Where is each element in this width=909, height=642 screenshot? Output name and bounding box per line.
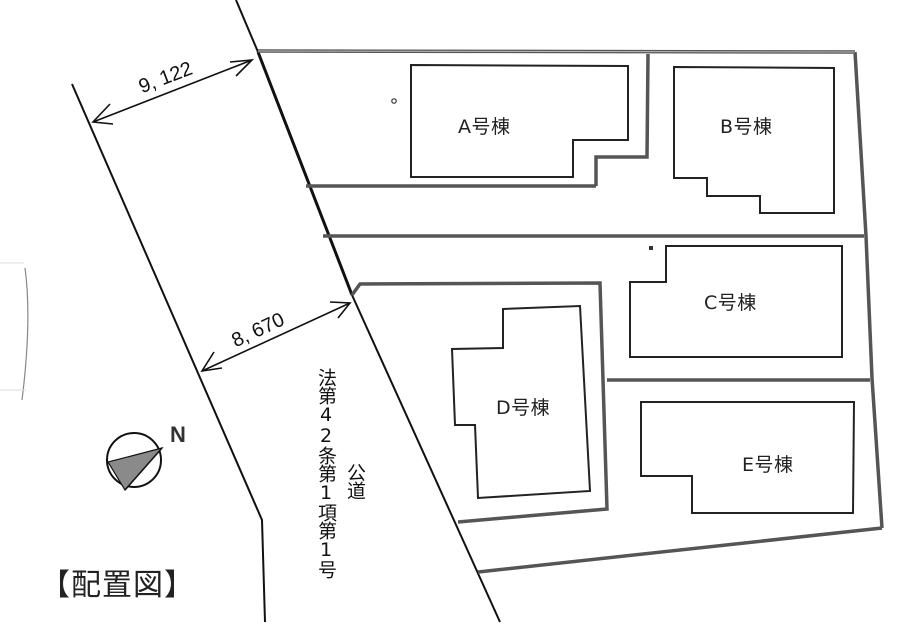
building-e-label: E号棟 (742, 454, 794, 476)
building-a-outline (410, 63, 629, 178)
building-e-outline (640, 401, 856, 514)
survey-mark (649, 246, 653, 250)
building-d-outline (450, 304, 592, 500)
building-c-label: C号棟 (704, 292, 757, 314)
page-title: 【配置図】 (40, 568, 195, 603)
survey-mark (391, 98, 397, 104)
building-b-outline (673, 65, 835, 214)
road-boundaries (71, 0, 501, 623)
north-label: N (170, 422, 186, 447)
scan-artifact (0, 262, 29, 401)
road-west-edge (71, 83, 266, 623)
road-east-edge-south (351, 294, 501, 623)
road-legal-classification: 法第42条第1項第1号 (315, 368, 337, 578)
building-a-label: A号棟 (458, 116, 511, 138)
road-east-edge (256, 51, 354, 296)
road-east-edge-north (235, 0, 259, 53)
dimension-north (91, 59, 255, 125)
building-c-outline (629, 245, 843, 358)
building-b-label: B号棟 (720, 116, 773, 138)
buildings (410, 63, 856, 514)
dimension-south (200, 301, 352, 373)
north-arrow-icon (106, 432, 164, 492)
road-type-label: 公道 (344, 463, 366, 499)
building-d-label: D号棟 (496, 397, 551, 419)
lot-boundaries (257, 49, 884, 574)
